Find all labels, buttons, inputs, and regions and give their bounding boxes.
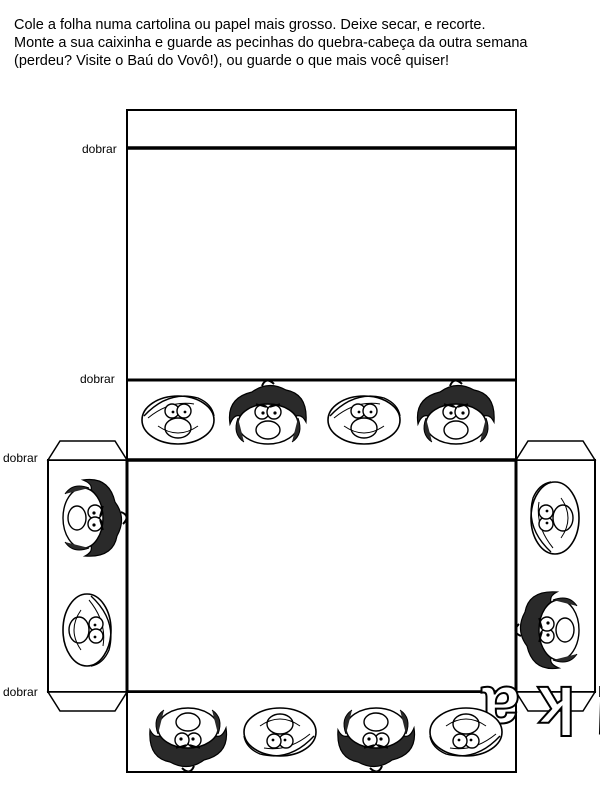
face-light-right xyxy=(530,481,580,555)
instructions-text: Cole a folha numa cartolina ou papel mai… xyxy=(14,16,594,70)
base-panel xyxy=(126,459,517,693)
glue-tab-left-top xyxy=(46,440,129,461)
top-flap-panel xyxy=(126,109,517,149)
instruction-line-1: Cole a folha numa cartolina ou papel mai… xyxy=(14,17,486,33)
fold-label-left-bottom: dobrar xyxy=(3,685,38,699)
glue-tab-left-bottom xyxy=(46,691,129,712)
instruction-line-3: (perdeu? Visite o Baú do Vovô!), ou guar… xyxy=(14,53,450,69)
lid-panel xyxy=(126,147,517,381)
instruction-line-2: Monte a sua caixinha e guarde as pecinha… xyxy=(14,35,528,51)
fold-label-left-top: dobrar xyxy=(3,451,38,465)
glue-tab-right-bottom xyxy=(514,691,597,712)
face-light-left xyxy=(62,593,112,667)
fold-label-middle: dobrar xyxy=(80,372,115,386)
face-light-3 xyxy=(429,707,503,757)
face-light-1 xyxy=(141,395,215,445)
glue-tab-right-top xyxy=(514,440,597,461)
fold-label-top: dobrar xyxy=(82,142,117,156)
face-light-4 xyxy=(243,707,317,757)
face-light-2 xyxy=(327,395,401,445)
